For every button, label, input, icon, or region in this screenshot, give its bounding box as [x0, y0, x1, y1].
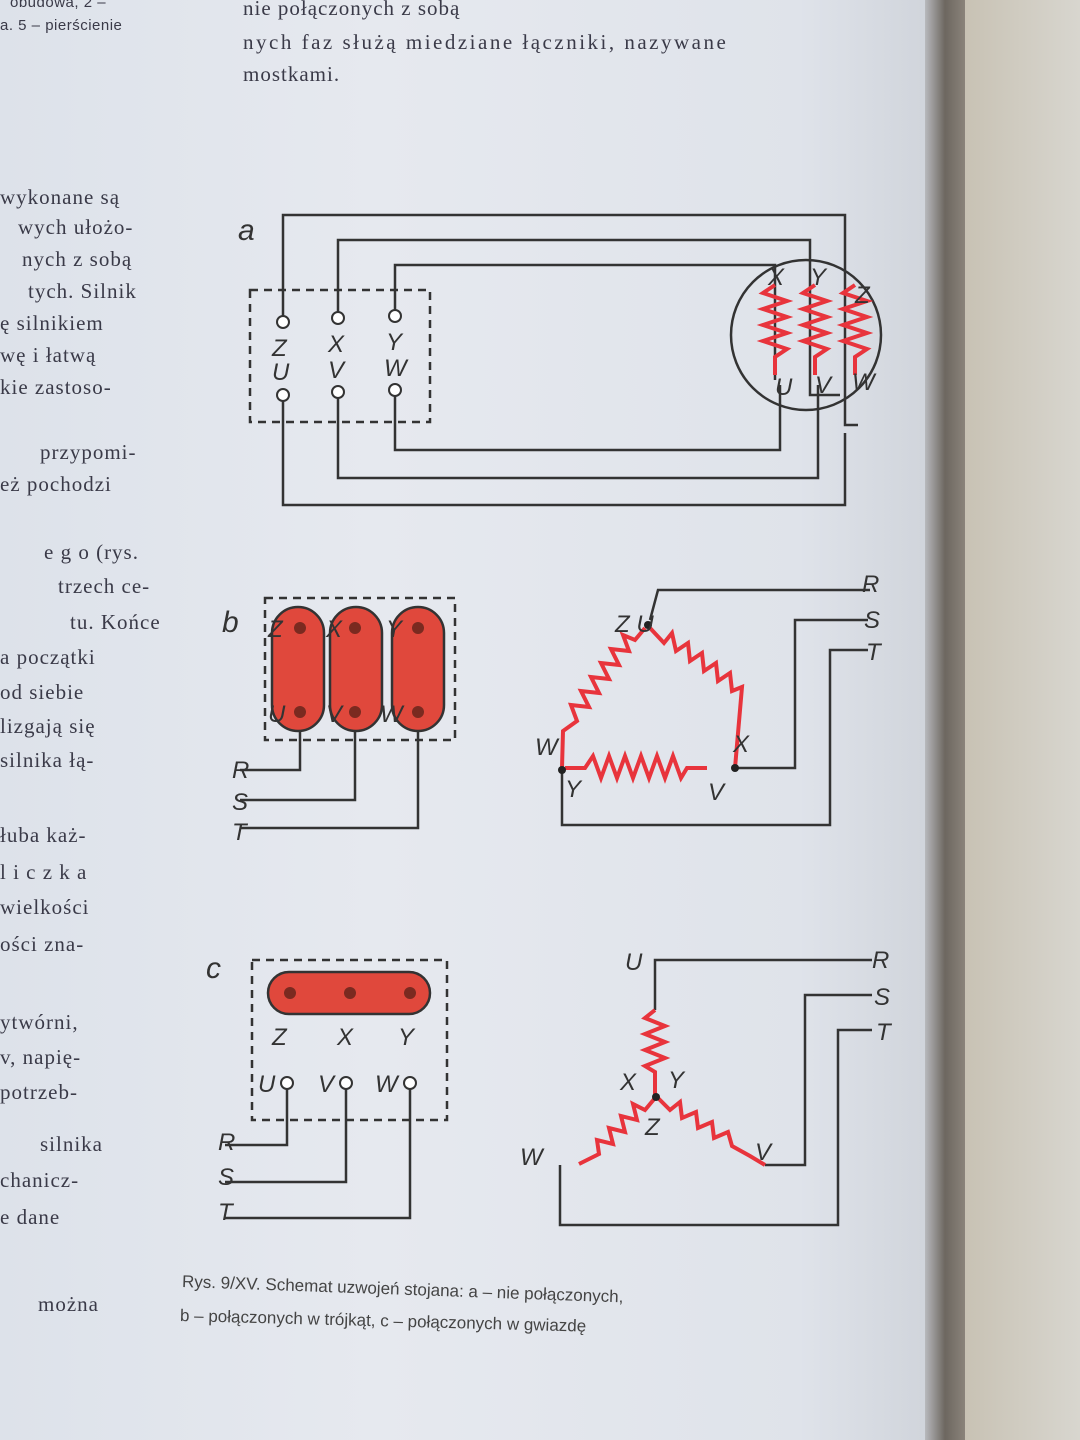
- diagram-label: Y: [398, 1024, 416, 1051]
- stator-winding-diagram: a b c Z X Y U V W X Y Z U V W Z X Y U V …: [206, 213, 893, 1227]
- text-line: silnika: [40, 1132, 103, 1156]
- winding-u: [756, 283, 794, 375]
- text-line: tych. Silnik: [28, 279, 137, 303]
- text-line: eż pochodzi: [0, 472, 112, 496]
- text-line: wę i łatwą: [0, 343, 97, 367]
- diagram-label: T: [866, 639, 883, 666]
- delta-winding-left: [560, 626, 647, 769]
- diagram-label: W: [380, 701, 405, 728]
- star-label: W: [520, 1144, 545, 1171]
- text-line: e g o (rys.: [44, 540, 139, 564]
- diagram-label: R: [872, 947, 889, 974]
- text-line: kie zastoso-: [0, 375, 112, 399]
- motor-label: V: [815, 372, 833, 399]
- text-line: wych ułożo-: [18, 215, 134, 239]
- diagram-label: Z: [271, 1024, 288, 1051]
- winding-w: [836, 283, 874, 375]
- delta-winding-bottom: [565, 750, 707, 784]
- delta-label: Y: [565, 776, 583, 803]
- star-label: Z: [644, 1114, 661, 1141]
- margin-fragment: a. 5 – pierścienie: [0, 17, 123, 34]
- text-line: ytwórni,: [0, 1010, 79, 1034]
- panel-label-b: b: [222, 606, 239, 639]
- terminal-label: V: [328, 357, 346, 384]
- star-label: V: [755, 1139, 773, 1166]
- star-label: X: [619, 1069, 637, 1096]
- terminal-label: U: [272, 359, 290, 386]
- delta-label: X: [732, 731, 750, 758]
- text-line: przypomi-: [40, 440, 137, 464]
- winding-v: [796, 283, 834, 375]
- facing-page-edge: [965, 0, 1080, 1440]
- diagram-label: R: [218, 1129, 235, 1156]
- diagram-label: Z: [267, 616, 284, 643]
- star-winding-top: [639, 1008, 671, 1095]
- supply-label: R: [232, 757, 249, 784]
- text-line: ości zna-: [0, 932, 85, 956]
- supply-label: T: [232, 819, 249, 846]
- motor-label: X: [767, 264, 785, 291]
- diagram-label: Y: [386, 616, 404, 643]
- panel-label-a: a: [238, 214, 255, 247]
- text-line: v, napię-: [0, 1045, 82, 1069]
- terminal-label: Y: [386, 329, 404, 356]
- book-gutter: [925, 0, 965, 1440]
- diagram-label: T: [218, 1199, 235, 1226]
- motor-circle: [729, 258, 883, 412]
- text-line: nie połączonych z sobą: [243, 0, 461, 20]
- motor-label: Z: [854, 282, 871, 309]
- text-line: silnika łą-: [0, 748, 95, 772]
- terminal-label: X: [327, 331, 345, 358]
- delta-label: W: [535, 734, 560, 761]
- terminal-label: W: [384, 355, 409, 382]
- diagram-label: R: [862, 571, 879, 598]
- text-line: od siebie: [0, 680, 85, 704]
- text-line: nych z sobą: [22, 247, 133, 271]
- text-line: potrzeb-: [0, 1080, 78, 1104]
- text-line: e dane: [0, 1205, 61, 1229]
- star-winding-right: [656, 1096, 767, 1167]
- diagram-label: S: [874, 984, 890, 1011]
- diagram-label: X: [336, 1024, 354, 1051]
- diagram-label: X: [325, 616, 343, 643]
- delta-label: Z U: [614, 611, 654, 638]
- supply-label: S: [232, 789, 248, 816]
- star-label: U: [625, 949, 643, 976]
- diagram-label: S: [218, 1164, 234, 1191]
- text-line: trzech ce-: [58, 574, 151, 598]
- panel-label-c: c: [206, 952, 221, 985]
- text-line: można: [38, 1292, 99, 1316]
- motor-label: Y: [810, 264, 828, 291]
- diagram-label: V: [318, 1071, 336, 1098]
- bridge-yw: [390, 605, 446, 733]
- text-line: l i c z k a: [0, 860, 88, 884]
- motor-label: W: [852, 369, 877, 396]
- diagram-label: W: [375, 1071, 400, 1098]
- text-line: ę silnikiem: [0, 311, 104, 335]
- diagram-label: U: [258, 1071, 276, 1098]
- text-line: łuba każ-: [0, 823, 87, 847]
- bridge-zu: [270, 605, 326, 733]
- text-line: mostkami.: [243, 62, 341, 86]
- diagram-label: T: [876, 1019, 893, 1046]
- star-label: Y: [668, 1067, 686, 1094]
- diagram-label: U: [268, 701, 286, 728]
- diagram-label: V: [326, 701, 344, 728]
- bridge-xv: [328, 605, 384, 733]
- star-winding-left: [578, 1096, 657, 1166]
- motor-label: U: [775, 374, 793, 401]
- delta-winding-right: [648, 626, 745, 769]
- delta-label: V: [708, 779, 726, 806]
- text-line: a początki: [0, 645, 96, 669]
- diagram-label: S: [864, 607, 880, 634]
- text-line: wielkości: [0, 895, 90, 919]
- text-line: tu. Końce: [70, 610, 161, 634]
- text-line: wykonane są: [0, 185, 121, 209]
- terminal-label: Z: [271, 335, 288, 362]
- terminal-box-a: [248, 288, 432, 424]
- margin-fragment: obudowa, 2 –: [10, 0, 107, 11]
- text-line: nych faz służą miedziane łączniki, nazyw…: [243, 30, 729, 54]
- text-line: lizgają się: [0, 714, 96, 738]
- text-line: chanicz-: [0, 1168, 80, 1192]
